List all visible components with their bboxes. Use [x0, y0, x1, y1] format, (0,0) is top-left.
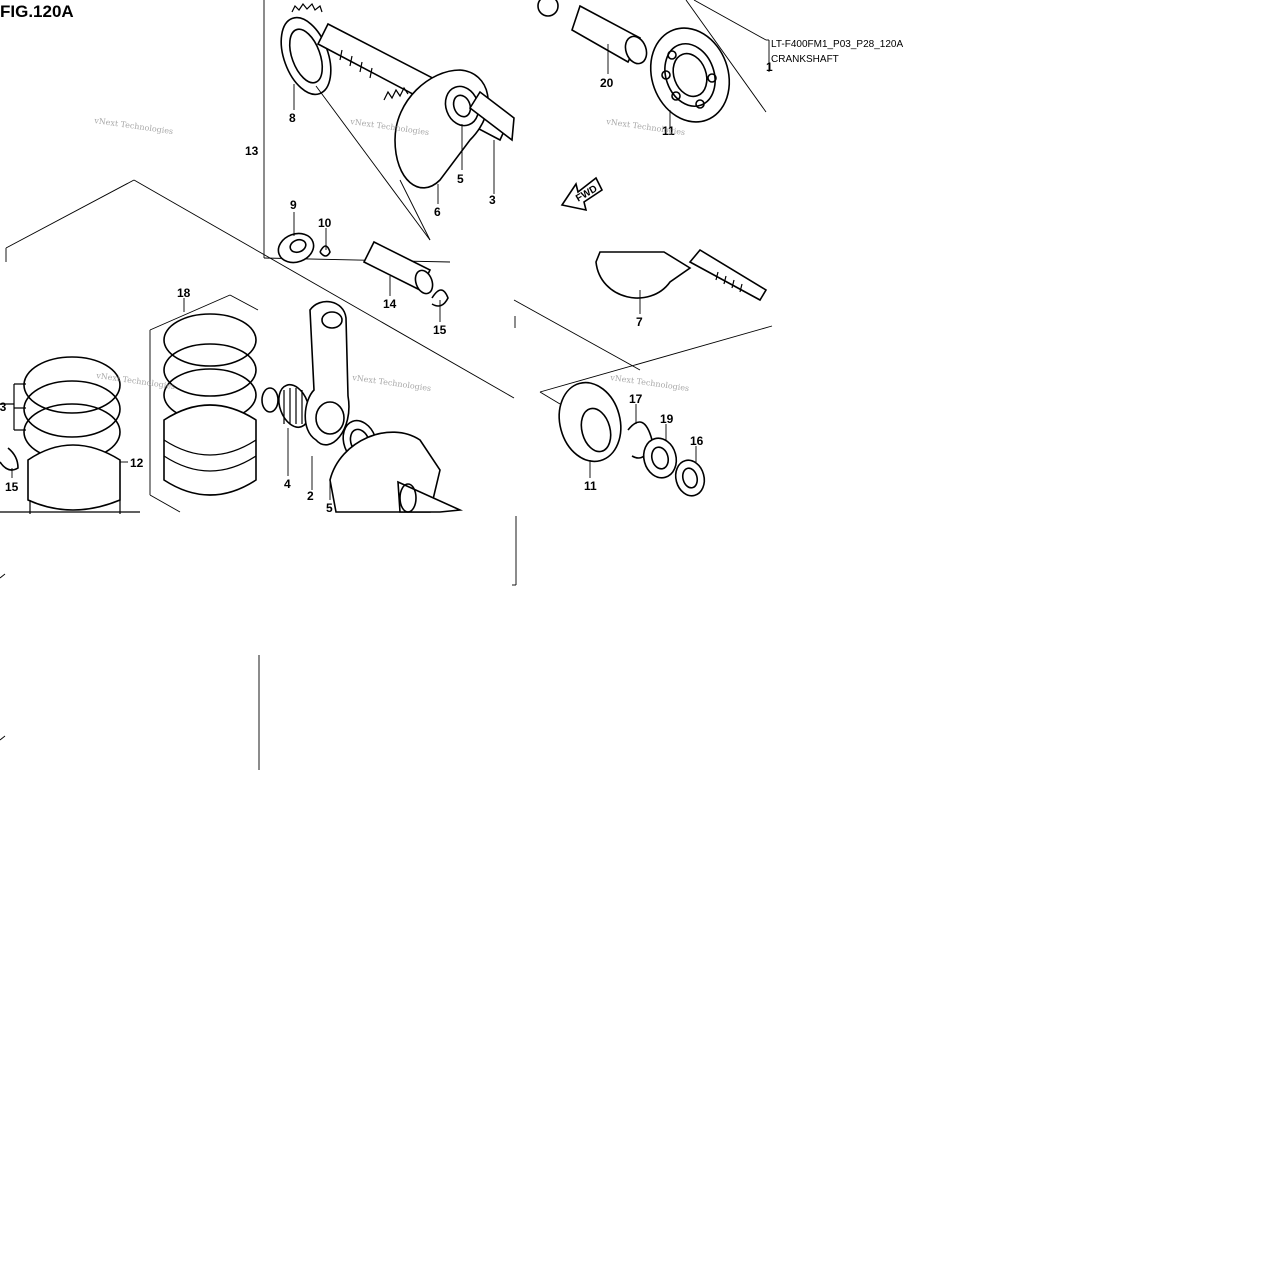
small-end-parts: [277, 232, 449, 307]
seal-bearing-group: [558, 381, 706, 497]
frame-lines: [0, 0, 773, 770]
callout-9: 9: [290, 198, 297, 212]
callout-2: 2: [307, 489, 314, 503]
fwd-arrow-icon: FWD: [560, 176, 604, 212]
callout-1: 1: [766, 60, 773, 74]
callout-8: 8: [289, 111, 296, 125]
callout-3: 3: [489, 193, 496, 207]
callout-7: 7: [636, 315, 643, 329]
fwd-label: FWD: [574, 184, 599, 205]
callout-4: 4: [284, 477, 291, 491]
watermark-5: vNext Technologies: [351, 373, 432, 393]
section-title: CRANKSHAFT: [771, 54, 839, 65]
callout-16: 16: [690, 434, 704, 448]
callout-11b: 11: [662, 124, 675, 138]
crankshaft-right-assembly: [595, 248, 768, 302]
callout-5b: 5: [326, 501, 333, 515]
callout-numbers: 1 2 3 4 5 5 6 7 8 9 10 11 11 12 13 13 14…: [0, 60, 773, 515]
callout-6: 6: [434, 205, 441, 219]
crankshaft-bearing-assembly: [537, 0, 731, 123]
callout-19: 19: [660, 412, 674, 426]
connecting-rod-assembly: [278, 300, 464, 513]
watermark-4: vNext Technologies: [95, 371, 176, 391]
watermark-6: vNext Technologies: [609, 373, 690, 393]
callout-15b: 15: [5, 480, 19, 494]
callout-17: 17: [629, 392, 643, 406]
callout-13: 13: [245, 144, 259, 158]
callout-12: 12: [130, 456, 144, 470]
piston-assembly: [163, 313, 279, 496]
leader-lines: [11, 44, 697, 500]
callout-11: 11: [584, 479, 597, 493]
callout-13b: 13: [0, 400, 7, 414]
callout-20: 20: [600, 76, 614, 90]
watermark-3: vNext Technologies: [605, 117, 686, 137]
piston-rings-left: [0, 356, 140, 514]
crankshaft-upper-assembly: [280, 2, 515, 241]
callout-10: 10: [318, 216, 332, 230]
callout-18: 18: [177, 286, 191, 300]
reference-code: LT-F400FM1_P03_P28_120A: [771, 39, 903, 50]
figure-label: FIG.120A: [0, 2, 74, 21]
watermark-1: vNext Technologies: [93, 116, 174, 136]
callout-14: 14: [383, 297, 397, 311]
callout-5a: 5: [457, 172, 464, 186]
callout-15a: 15: [433, 323, 447, 337]
